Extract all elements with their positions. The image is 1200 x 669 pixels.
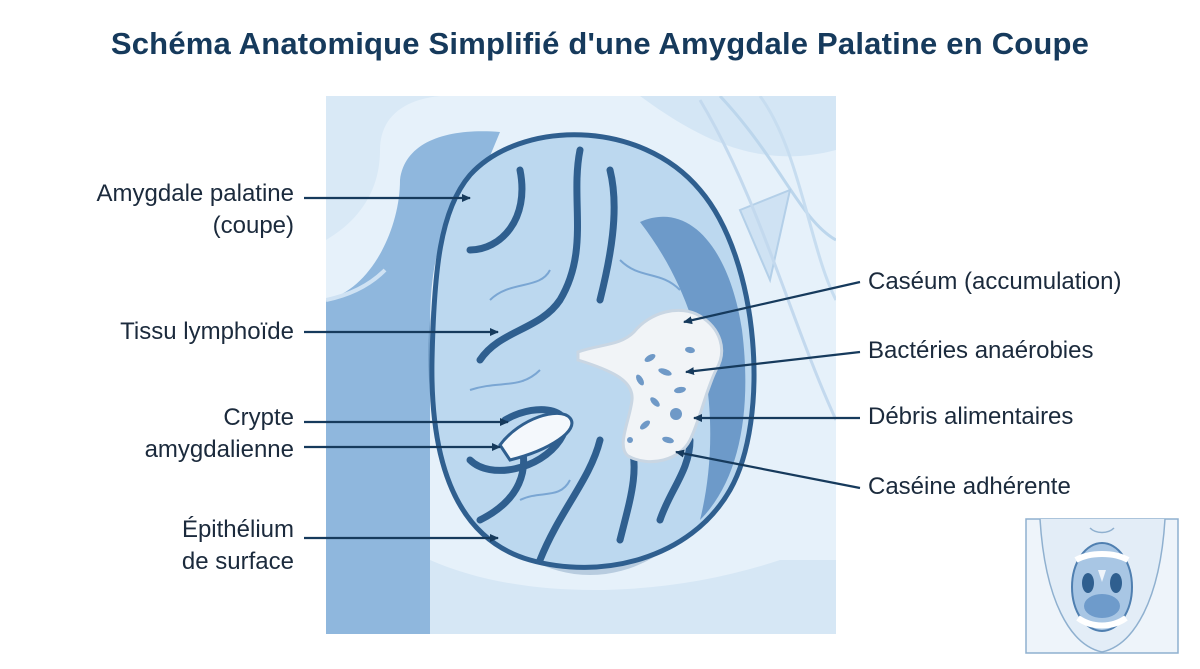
- inset-mouth-view: [1026, 519, 1178, 653]
